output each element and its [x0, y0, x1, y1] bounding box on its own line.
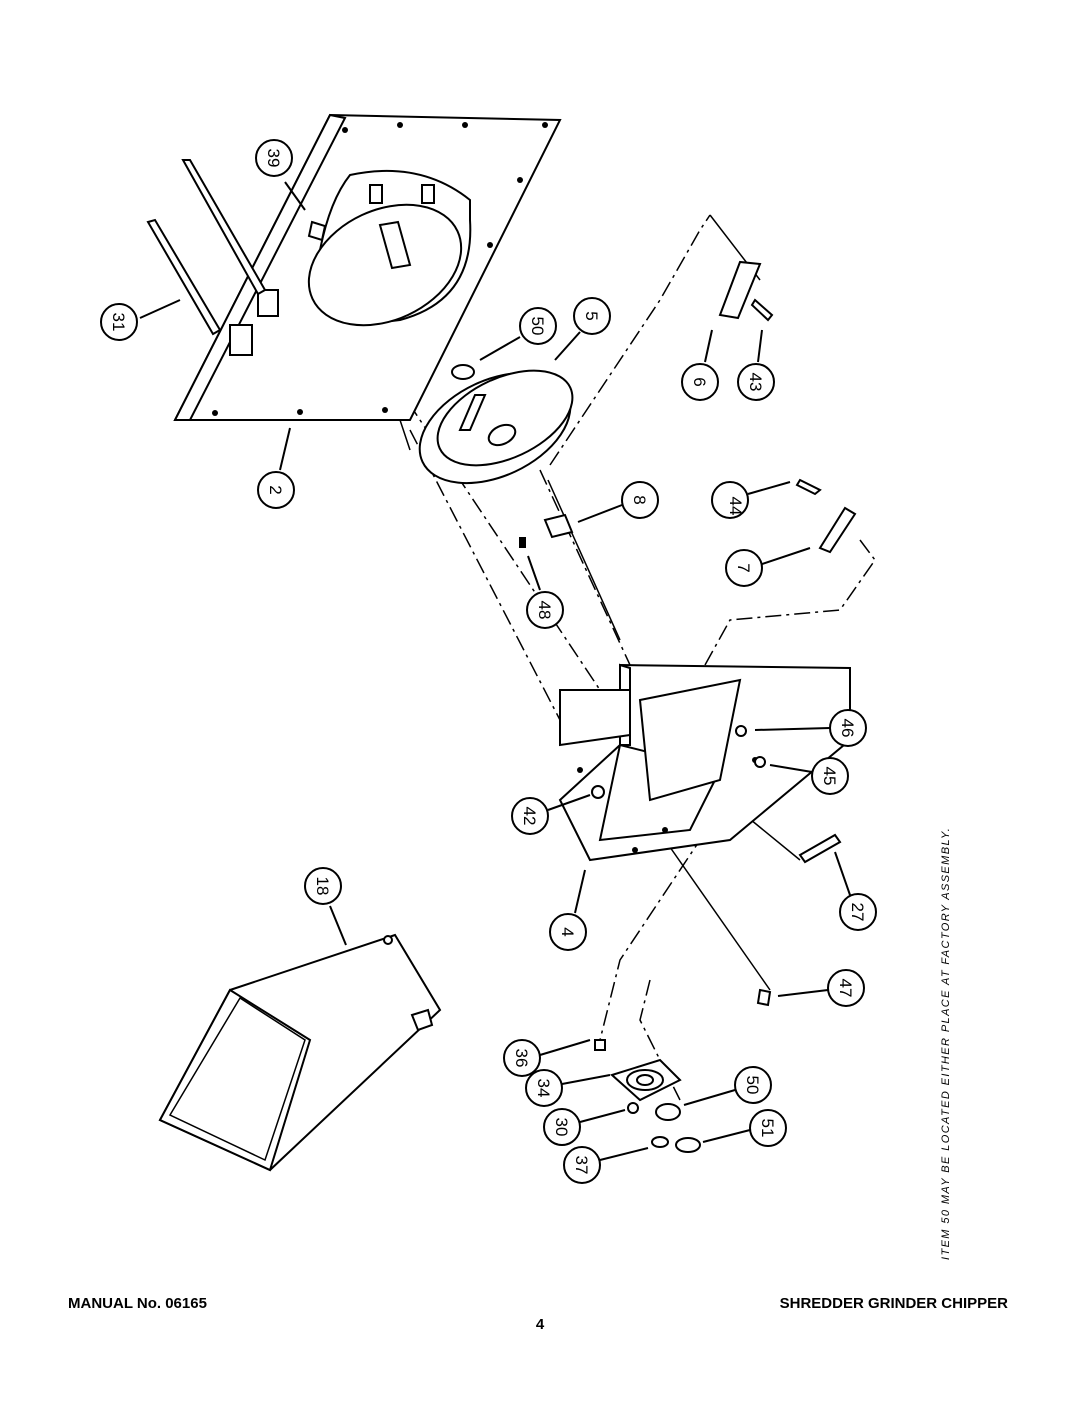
part-46-nut — [735, 725, 747, 737]
svg-text:43: 43 — [746, 373, 765, 392]
callout-5: 5 — [554, 297, 611, 361]
svg-text:8: 8 — [630, 495, 649, 504]
callout-43: 43 — [737, 329, 775, 401]
part-7-knife — [818, 506, 857, 554]
svg-text:6: 6 — [690, 377, 709, 386]
callout-7: 7 — [725, 547, 811, 587]
callout-8: 8 — [577, 481, 659, 523]
page-number: 4 — [535, 1316, 545, 1333]
svg-text:50: 50 — [743, 1076, 762, 1095]
callout-37: 37 — [563, 1146, 649, 1184]
svg-text:18: 18 — [313, 877, 332, 896]
part-44-bolt — [795, 478, 822, 496]
callout-34: 34 — [525, 1069, 611, 1107]
bearing-assembly — [594, 1039, 701, 1153]
part-39-bolt — [307, 220, 327, 242]
svg-text:46: 46 — [838, 719, 857, 738]
svg-text:50: 50 — [528, 317, 547, 336]
callout-50b: 50 — [683, 1066, 772, 1106]
svg-text:45: 45 — [820, 767, 839, 786]
part-18-hopper — [158, 933, 442, 1172]
part-45-nut — [754, 756, 766, 768]
callout-44: 44 — [711, 481, 791, 519]
callout-36: 36 — [503, 1039, 591, 1077]
callout-50a: 50 — [479, 307, 557, 361]
svg-text:4: 4 — [558, 927, 577, 936]
part-50-washer — [451, 364, 475, 380]
callout-30: 30 — [543, 1108, 626, 1146]
svg-text:30: 30 — [552, 1118, 571, 1137]
callout-39: 39 — [255, 139, 306, 211]
part-43-bolt — [750, 298, 774, 322]
factory-assembly-note: ITEM 50 MAY BE LOCATED EITHER PLACE AT F… — [940, 826, 952, 1260]
part-48-set-screw — [519, 537, 526, 548]
svg-text:44: 44 — [726, 497, 745, 516]
part-8-collar — [543, 513, 574, 539]
manual-number: MANUAL No. 06165 — [68, 1295, 207, 1312]
callout-48: 48 — [526, 555, 564, 629]
part-42-nut — [591, 785, 605, 799]
document-title: SHREDDER GRINDER CHIPPER — [779, 1295, 1008, 1312]
svg-text:36: 36 — [512, 1049, 531, 1068]
callout-18: 18 — [304, 867, 347, 946]
svg-text:42: 42 — [520, 807, 539, 826]
part-27-key — [798, 833, 842, 864]
callout-6: 6 — [681, 329, 719, 401]
svg-text:39: 39 — [264, 149, 283, 168]
svg-text:51: 51 — [758, 1119, 777, 1138]
svg-text:31: 31 — [109, 313, 128, 332]
part-47-bolt — [756, 988, 772, 1007]
housing-drum — [307, 169, 472, 327]
svg-text:37: 37 — [572, 1156, 591, 1175]
callout-31: 31 — [100, 299, 181, 341]
callout-2: 2 — [257, 427, 295, 509]
callout-4: 4 — [549, 869, 587, 951]
callout-27: 27 — [834, 851, 877, 931]
callouts: 39 31 50 5 2 6 43 8 44 7 48 46 45 42 18 … — [100, 139, 877, 1184]
callout-46: 46 — [754, 709, 867, 747]
callout-45: 45 — [769, 757, 849, 795]
callout-42: 42 — [511, 794, 591, 835]
svg-text:27: 27 — [848, 903, 867, 922]
svg-text:5: 5 — [582, 311, 601, 320]
svg-text:7: 7 — [734, 563, 753, 572]
part-6-bracket — [718, 260, 762, 320]
part-4-frame — [558, 663, 851, 862]
svg-text:47: 47 — [836, 979, 855, 998]
callout-51: 51 — [702, 1109, 787, 1147]
part-31-rods — [146, 159, 267, 336]
part-5-disc — [418, 369, 574, 485]
svg-text:34: 34 — [534, 1079, 553, 1098]
callout-47: 47 — [777, 969, 865, 1007]
exploded-parts-diagram: 39 31 50 5 2 6 43 8 44 7 48 46 45 42 18 … — [100, 113, 877, 1184]
svg-text:2: 2 — [266, 485, 285, 494]
svg-text:48: 48 — [535, 601, 554, 620]
